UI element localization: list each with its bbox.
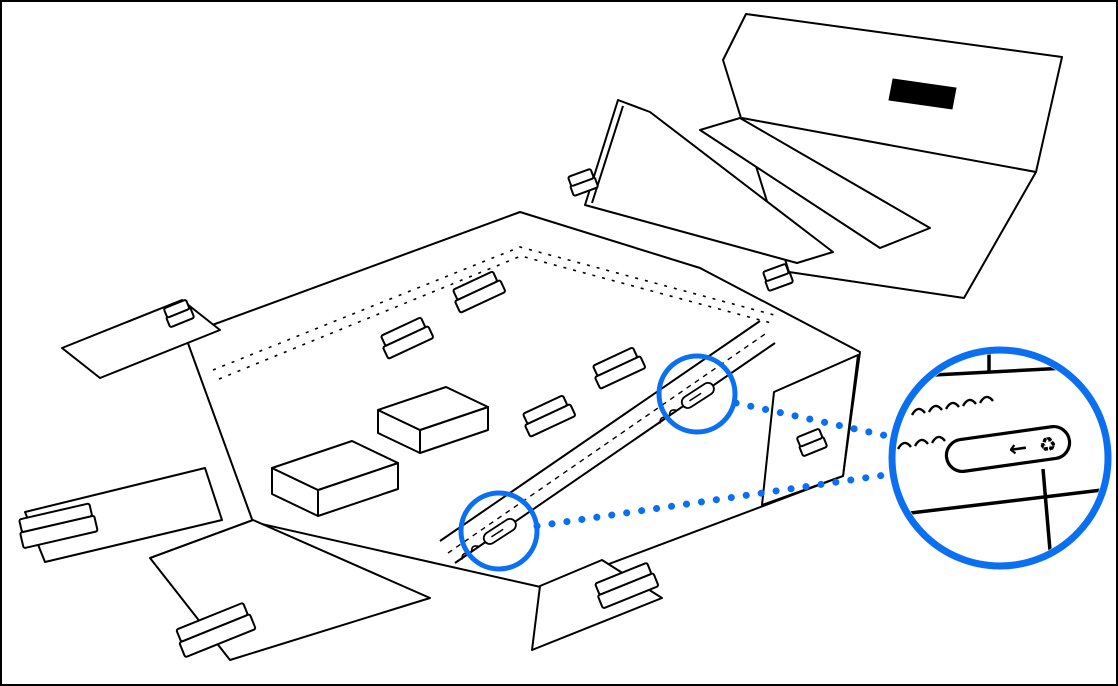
dotted-leader-line-upper [732,399,896,441]
pull-tab-print [689,392,702,402]
wedge-tab-top-face [592,346,638,377]
foam-block [271,440,399,517]
pull-tab-detail-outline [944,424,1072,474]
highlight-circle-lower [458,490,540,572]
magnifier-detail-art: ← ♻ [896,354,1104,562]
wedge-tab [522,394,576,438]
wedge-tab [380,316,434,360]
corner-tab [762,263,794,292]
panel-edge-line [896,488,1103,517]
corner-tab [796,428,828,457]
pull-tab-print [491,528,504,538]
edge-bar-top-face [175,602,249,643]
dotted-leader-line-lower [533,470,896,530]
highlight-circle-upper [656,353,738,435]
wedge-tab-top-face [522,394,568,425]
magnifier-ring [888,346,1112,570]
fold-perforation-line [212,246,779,371]
corner-tab-top-face [762,263,790,282]
edge-bar-top-face [594,562,652,596]
tear-strip-perforation [447,331,769,554]
top-right-flap [722,13,1063,299]
wedge-tab [592,346,646,390]
arrow-left-icon: ← [1007,435,1029,462]
wedge-tab [452,270,506,314]
wedge-tab-top-face [452,270,498,301]
corner-tab [163,299,195,328]
recycle-icon: ♻ [1037,431,1058,457]
inner-liner-panel [699,117,931,249]
corner-tab-top-face [163,299,191,319]
open-lid-flap [584,99,834,264]
foam-block-top-face [271,440,399,491]
panel-edge-line [1041,468,1053,562]
corner-tab-top-face [796,428,824,448]
unfolded-box-illustration [18,13,1063,661]
perforation-detail [910,395,994,416]
pull-tab-detail: ← ♻ [944,424,1072,474]
foam-block-top-face [377,386,489,431]
handle-cutout [888,78,957,110]
right-flap [761,354,859,506]
magnifier-callout: ← ♻ [888,346,1112,570]
corner-tab-top-face [567,168,595,187]
perforation-detail [896,435,946,450]
edge-bar [594,562,659,609]
top-right-flap-fold-line [741,117,1037,173]
fold-perforation-line [218,255,776,380]
foam-block [377,386,489,454]
edge-bar [18,502,99,549]
edge-bar-top-face [18,502,93,533]
wedge-tab-top-face [380,316,426,347]
edge-bar [175,602,257,658]
corner-tab [567,168,599,197]
